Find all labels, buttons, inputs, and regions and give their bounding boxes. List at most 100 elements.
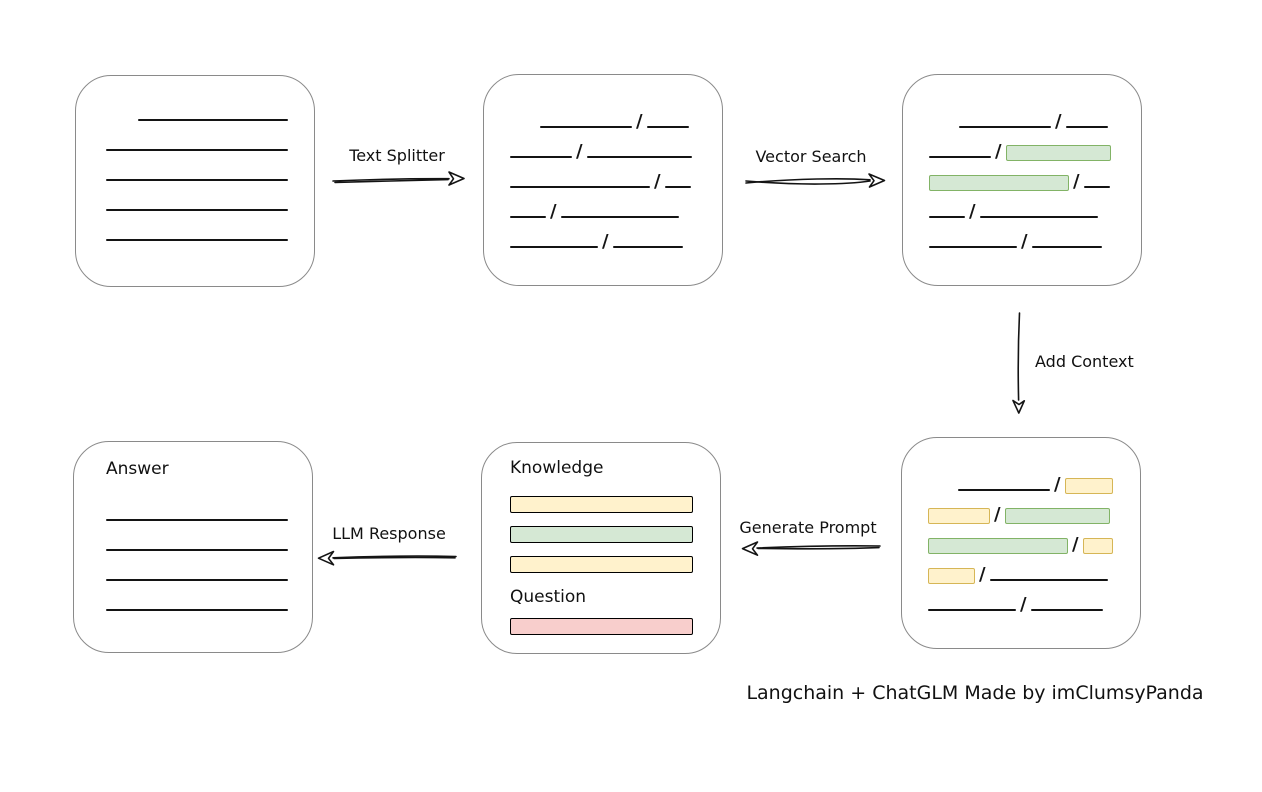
text-line [989, 579, 1108, 581]
chunk-row: / [929, 161, 1115, 191]
chunk-bar-yellow [928, 568, 975, 584]
slash-separator: / [1020, 594, 1027, 615]
text-line [106, 519, 288, 521]
chunk-row: / [510, 101, 696, 131]
chunk-row: / [510, 221, 696, 251]
llm-response-label: LLM Response [332, 524, 446, 543]
text-line [1083, 186, 1110, 188]
caption: Langchain + ChatGLM Made by imClumsyPand… [746, 682, 1204, 704]
matched-chunks-box: / / / / / [902, 74, 1142, 286]
chunk-bar-green [1004, 508, 1110, 524]
text-line [1065, 126, 1108, 128]
slash-separator: / [576, 141, 583, 162]
slash-separator: / [979, 564, 986, 585]
matched-chunks-content: / / / / / [929, 101, 1115, 251]
chunk-row: / [928, 554, 1114, 584]
chunk-row: / [928, 494, 1114, 524]
slash-separator: / [636, 111, 643, 132]
text-line [106, 149, 288, 151]
text-line [560, 216, 679, 218]
add-context-label: Add Context [1035, 352, 1134, 371]
text-line [929, 246, 1017, 248]
text-line [928, 609, 1016, 611]
slash-separator: / [994, 504, 1001, 525]
add-context-arrow [1012, 312, 1026, 414]
chunk-row: / [929, 131, 1115, 161]
source-document-box [75, 75, 315, 287]
vector-search-arrow [745, 173, 886, 188]
chunk-bar-green [928, 538, 1068, 554]
chunk-bar-yellow [1082, 538, 1113, 554]
text-line [612, 246, 683, 248]
text-line [106, 179, 288, 181]
answer-heading: Answer [106, 459, 169, 479]
text-line [664, 186, 691, 188]
generate-prompt-label: Generate Prompt [739, 518, 877, 537]
slash-separator: / [1073, 171, 1080, 192]
slash-separator: / [1072, 534, 1079, 555]
chunk-bar-yellow [928, 508, 990, 524]
text-line [586, 156, 692, 158]
text-line [646, 126, 689, 128]
answer-box: Answer [73, 441, 313, 653]
prompt-bar-yellow [510, 556, 693, 573]
vector-search-label: Vector Search [755, 147, 867, 166]
text-line [510, 156, 572, 158]
slash-separator: / [1021, 231, 1028, 252]
text-line [1031, 246, 1102, 248]
text-line [929, 156, 991, 158]
text-splitter-arrow [332, 171, 465, 186]
chunk-bar-yellow [1064, 478, 1113, 494]
chunk-row: / [928, 524, 1114, 554]
text-line [958, 489, 1050, 491]
chunk-row: / [929, 101, 1115, 131]
text-line [106, 209, 288, 211]
split-chunks-box: / / / / / [483, 74, 723, 286]
chunk-row [106, 184, 290, 214]
chunk-row [106, 214, 290, 244]
context-chunks-box: / / / / / [901, 437, 1141, 649]
text-line [106, 579, 288, 581]
text-line [510, 246, 598, 248]
chunk-row: / [510, 161, 696, 191]
slash-separator: / [550, 201, 557, 222]
text-line [106, 239, 288, 241]
chunk-row [106, 124, 290, 154]
split-chunks-content: / / / / / [510, 101, 696, 251]
answer-content: Answer [106, 458, 288, 639]
slash-separator: / [1054, 474, 1061, 495]
generate-prompt-arrow [741, 541, 881, 556]
context-chunks-content: / / / / / [928, 464, 1114, 614]
text-line [540, 126, 632, 128]
chunk-row: / [929, 221, 1115, 251]
prompt-bar-red [510, 618, 693, 635]
slash-separator: / [969, 201, 976, 222]
text-line [106, 549, 288, 551]
slash-separator: / [995, 141, 1002, 162]
text-line [138, 119, 288, 121]
text-line [106, 609, 288, 611]
chunk-row: / [929, 191, 1115, 221]
answer-lines [106, 519, 288, 611]
prompt-bar-green [510, 526, 693, 543]
text-line [959, 126, 1051, 128]
llm-response-arrow [317, 550, 457, 566]
text-line [510, 186, 650, 188]
prompt-bar-yellow [510, 496, 693, 513]
slash-separator: / [602, 231, 609, 252]
chunk-row: / [928, 584, 1114, 614]
chunk-row: / [928, 464, 1114, 494]
text-line [979, 216, 1098, 218]
section-heading-knowledge: Knowledge [510, 458, 604, 478]
slash-separator: / [654, 171, 661, 192]
chunk-row: / [510, 191, 696, 221]
text-line [1030, 609, 1103, 611]
section-heading-question: Question [510, 587, 587, 607]
chunk-row: / [510, 131, 696, 161]
slash-separator: / [1055, 111, 1062, 132]
source-document-content [106, 94, 290, 244]
chunk-row [106, 154, 290, 184]
chunk-row [106, 94, 290, 124]
